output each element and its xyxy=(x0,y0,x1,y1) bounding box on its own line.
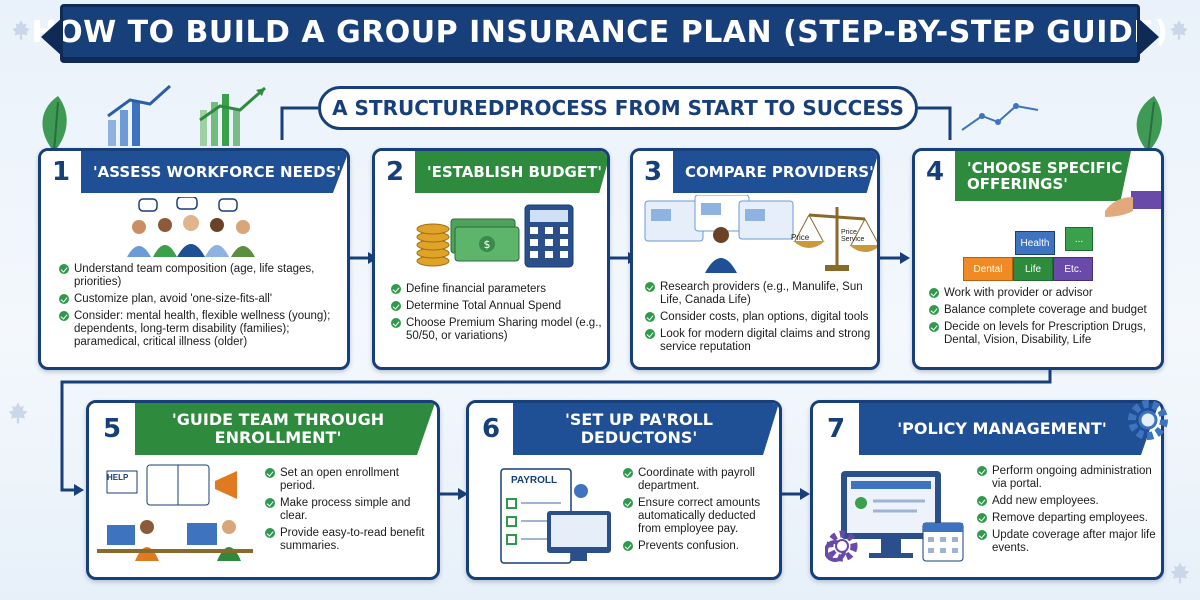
bullet-item: Work with provider or advisor xyxy=(929,287,1161,300)
bullet-item: Ensure correct amounts automatically ded… xyxy=(623,497,779,536)
step-number: 1 xyxy=(41,151,81,193)
scale-label-price: Price xyxy=(791,233,810,242)
step-title: 'CHOOSE SPECIFIC OFFERINGS' xyxy=(955,151,1131,201)
step-bullets: Understand team composition (age, life s… xyxy=(59,263,345,353)
bullet-item: Provide easy-to-read benefit summaries. xyxy=(265,527,435,553)
step-card-1: 1 'ASSESS WORKFORCE NEEDS' Understand te… xyxy=(38,148,350,370)
scale-label-service: Price Service xyxy=(841,229,865,243)
step-header: 4 'CHOOSE SPECIFIC OFFERINGS' xyxy=(915,151,1131,201)
team-icon xyxy=(127,197,255,257)
payroll-icon xyxy=(500,468,611,564)
step-number: 6 xyxy=(469,403,513,455)
enrollment-icon xyxy=(97,464,253,561)
bullet-item: Remove departing employees. xyxy=(977,512,1161,525)
step-bullets: Perform ongoing administration via porta… xyxy=(977,465,1161,559)
step-bullets: Research providers (e.g., Manulife, Sun … xyxy=(645,281,877,358)
bullet-item: Choose Premium Sharing model (e.g., 50/5… xyxy=(391,317,607,343)
bullet-item: Determine Total Annual Spend xyxy=(391,300,607,313)
step-bullets: Work with provider or advisor Balance co… xyxy=(929,287,1161,351)
step-number: 3 xyxy=(633,151,673,193)
bullet-item: Customize plan, avoid 'one-size-fits-all… xyxy=(59,293,345,306)
step-bullets: Set an open enrollment period. Make proc… xyxy=(265,467,435,557)
hand-icon xyxy=(1105,191,1161,217)
step-header: 6 'SET UP PA'ROLL DEDUCTONS' xyxy=(469,403,779,455)
bullet-item: Decide on levels for Prescription Drugs,… xyxy=(929,321,1161,347)
maple-leaf-icon xyxy=(1170,20,1188,40)
subtitle-pill: A STRUCTUREDPROCESS FROM START TO SUCCES… xyxy=(318,86,918,130)
bullet-item: Set an open enrollment period. xyxy=(265,467,435,493)
step-header: 3 COMPARE PROVIDERS' xyxy=(633,151,877,193)
gear-icon xyxy=(826,530,858,562)
block-etc: Etc. xyxy=(1053,257,1093,281)
step-card-7: 7 'POLICY MANAGEMENT' Perform ongoing ad… xyxy=(810,400,1164,580)
step-bullets: Coordinate with payroll department. Ensu… xyxy=(623,467,779,557)
title-banner: HOW TO BUILD A GROUP INSURANCE PLAN (STE… xyxy=(32,4,1168,60)
step-header: 5 'GUIDE TEAM THROUGH ENROLLMENT' xyxy=(89,403,435,455)
page-title: HOW TO BUILD A GROUP INSURANCE PLAN (STE… xyxy=(31,14,1169,50)
payroll-label: PAYROLL xyxy=(511,475,558,486)
step-title-line: 'CHOOSE SPECIFIC xyxy=(967,158,1123,177)
bullet-item: Make process simple and clear. xyxy=(265,497,435,523)
maple-leaf-icon xyxy=(8,402,28,424)
leaf-plant-icon xyxy=(1136,96,1162,153)
bullet-item: Understand team composition (age, life s… xyxy=(59,263,345,289)
bullet-item: Balance complete coverage and budget xyxy=(929,304,1161,317)
maple-leaf-icon xyxy=(1170,562,1190,584)
trend-line-icon xyxy=(961,103,1039,131)
step-title-line: OFFERINGS' xyxy=(967,175,1068,193)
step-header: 1 'ASSESS WORKFORCE NEEDS' xyxy=(41,151,347,193)
bullet-item: Coordinate with payroll department. xyxy=(623,467,779,493)
svg-text:$: $ xyxy=(484,238,491,251)
step-card-2: 2 'ESTABLISH BUDGET' $ Define financial … xyxy=(372,148,610,370)
bullet-item: Perform ongoing administration via porta… xyxy=(977,465,1161,491)
step-title: 'POLICY MANAGEMENT' xyxy=(859,403,1159,455)
step-title-line: 'GUIDE TEAM THROUGH xyxy=(171,410,385,430)
maple-leaf-icon xyxy=(12,20,30,40)
step-title: 'GUIDE TEAM THROUGH ENROLLMENT' xyxy=(135,403,435,455)
step-title-line: DEDUCTONS' xyxy=(580,428,698,447)
growth-chart-icon xyxy=(107,84,266,146)
gear-icon xyxy=(1128,400,1168,440)
help-sign: HELP xyxy=(107,473,129,482)
leaf-plant-icon xyxy=(42,96,67,153)
bullet-item: Update coverage after major life events. xyxy=(977,529,1161,555)
step-title: 'ASSESS WORKFORCE NEEDS' xyxy=(81,151,347,193)
block-life: Life xyxy=(1013,257,1053,281)
bullet-item: Define financial parameters xyxy=(391,283,607,296)
step-card-5: 5 'GUIDE TEAM THROUGH ENROLLMENT' HELP S… xyxy=(86,400,440,580)
step-number: 7 xyxy=(813,403,859,455)
subtitle: A STRUCTUREDPROCESS FROM START TO SUCCES… xyxy=(332,96,904,120)
step-header: 7 'POLICY MANAGEMENT' xyxy=(813,403,1159,455)
bullet-item: Add new employees. xyxy=(977,495,1161,508)
step-title-line: ENROLLMENT' xyxy=(214,428,342,447)
money-calculator-icon: $ xyxy=(416,204,574,268)
step-number: 4 xyxy=(915,151,955,193)
step-card-4: 4 'CHOOSE SPECIFIC OFFERINGS' Health ...… xyxy=(912,148,1164,370)
step-title-line: 'SET UP PA'ROLL xyxy=(565,410,713,430)
step-title: 'SET UP PA'ROLL DEDUCTONS' xyxy=(513,403,779,455)
bullet-item: Look for modern digital claims and stron… xyxy=(645,328,877,354)
portal-icon xyxy=(825,471,964,562)
bullet-item: Prevents confusion. xyxy=(623,540,779,553)
step-card-3: 3 COMPARE PROVIDERS' Price Price Service… xyxy=(630,148,880,370)
bullet-item: Research providers (e.g., Manulife, Sun … xyxy=(645,281,877,307)
block-more: ... xyxy=(1065,227,1093,251)
block-dental: Dental xyxy=(963,257,1013,281)
step-card-6: 6 'SET UP PA'ROLL DEDUCTONS' PAYROLL Coo… xyxy=(466,400,782,580)
step-title: COMPARE PROVIDERS' xyxy=(673,151,877,193)
bullet-item: Consider costs, plan options, digital to… xyxy=(645,311,877,324)
step-bullets: Define financial parameters Determine To… xyxy=(391,283,607,347)
step-header: 2 'ESTABLISH BUDGET' xyxy=(375,151,607,193)
step-number: 2 xyxy=(375,151,415,193)
bullet-item: Consider: mental health, flexible wellne… xyxy=(59,310,345,349)
step-title: 'ESTABLISH BUDGET' xyxy=(415,151,607,193)
compare-providers-icon xyxy=(644,195,877,273)
block-health: Health xyxy=(1015,231,1055,255)
step-number: 5 xyxy=(89,403,135,455)
